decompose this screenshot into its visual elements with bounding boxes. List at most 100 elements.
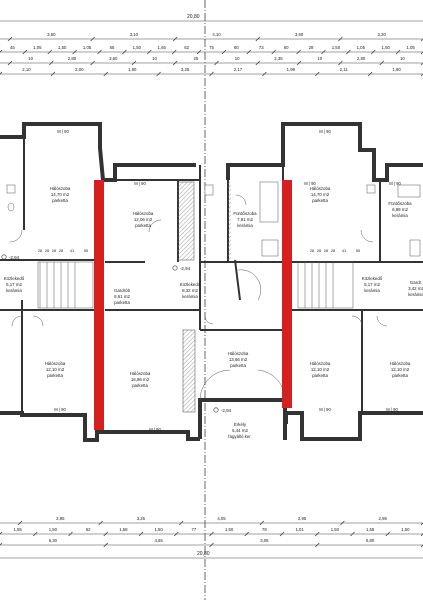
room-floor: parketta bbox=[230, 363, 246, 368]
dimension-label: 2,00 bbox=[75, 67, 84, 72]
dimension-label: 2,95 bbox=[56, 516, 65, 521]
wall-mark: M | 90 bbox=[319, 407, 331, 412]
room-area: 5,17 m2 bbox=[6, 282, 22, 287]
overall-top-dimension: 20,80 bbox=[187, 14, 200, 20]
overall-bottom-dimension: 20,80 bbox=[197, 551, 210, 557]
room-name: Hálószoba bbox=[390, 361, 411, 366]
room-floor: parketta bbox=[47, 373, 63, 378]
dimension-label: 6,30 bbox=[49, 538, 58, 543]
room-name: Fürdőszoba bbox=[233, 211, 257, 216]
room-area: 12,06 m2 bbox=[134, 217, 153, 222]
dimension-label: 62 bbox=[86, 527, 91, 532]
room-area: 5,44 m2 bbox=[232, 428, 248, 433]
dimension-label: 3,10 bbox=[130, 32, 139, 37]
dimension-label: 2,95 bbox=[379, 516, 388, 521]
stair-dimension: 28 bbox=[310, 249, 314, 253]
dimension-label: 1,50 bbox=[154, 527, 163, 532]
room-name: Hálószoba bbox=[50, 186, 71, 191]
room-floor: kerámia bbox=[364, 288, 380, 293]
top-dimensions bbox=[0, 20, 423, 77]
room-area: 14,70 m2 bbox=[51, 192, 70, 197]
room-floor: parketta bbox=[52, 198, 68, 203]
room-floor: parketta bbox=[312, 198, 328, 203]
dimension-label: 1,05 bbox=[83, 45, 92, 50]
room-name: Közlekedő bbox=[362, 276, 383, 281]
level-mark: -2,94 bbox=[221, 408, 232, 413]
dimension-label: 1,55 bbox=[13, 527, 22, 532]
dimension-label: 10 bbox=[400, 56, 405, 61]
room-area: 13,66 m2 bbox=[229, 357, 248, 362]
level-marker-icon bbox=[213, 407, 219, 413]
dimension-label: 1,90 bbox=[128, 67, 137, 72]
dimension-label: 62 bbox=[184, 45, 189, 50]
room-area: 6,98 m2 bbox=[392, 207, 408, 212]
room-area: 8,32 m2 bbox=[182, 288, 198, 293]
dimension-label: 73 bbox=[259, 45, 264, 50]
room-floor: parketta bbox=[312, 373, 328, 378]
room-name: Fürdőszoba bbox=[388, 201, 412, 206]
dimension-label: 1,50 bbox=[332, 45, 341, 50]
dimension-label: 1,58 bbox=[119, 527, 128, 532]
dimension-label: 2,80 bbox=[357, 56, 366, 61]
level-marker-icon bbox=[172, 265, 178, 271]
dimension-label: 28 bbox=[309, 45, 314, 50]
room-floor: kerámia bbox=[408, 292, 423, 297]
room-name: Közlekedő bbox=[180, 282, 201, 287]
dimension-label: 3,60 bbox=[295, 32, 304, 37]
wall-mark: M | 90 bbox=[304, 181, 316, 186]
dimension-label: 1,50 bbox=[133, 45, 142, 50]
dimension-label: 80 bbox=[234, 45, 239, 50]
dimension-label: 2,35 bbox=[274, 56, 283, 61]
room-floor: parketta bbox=[114, 300, 130, 305]
stair-dimension: 28 bbox=[38, 249, 42, 253]
dimension-label: 75 bbox=[209, 45, 214, 50]
room-name: Hálószoba bbox=[228, 351, 249, 356]
dimension-label: 1,05 bbox=[33, 45, 42, 50]
stair-dimension: 28 bbox=[317, 249, 321, 253]
room-area: 12,10 m2 bbox=[391, 367, 410, 372]
room-floor: kerámia bbox=[182, 294, 198, 299]
dimension-label: 2,17 bbox=[234, 67, 243, 72]
stair-dimension: 28 bbox=[52, 249, 56, 253]
stair-dimension: 41 bbox=[342, 249, 346, 253]
dimension-label: 1,90 bbox=[392, 67, 401, 72]
stair-dimension: 28 bbox=[45, 249, 49, 253]
party-wall-right bbox=[282, 180, 292, 408]
stair-dimension: 55 bbox=[84, 249, 88, 253]
wall-mark: M | 90 bbox=[57, 129, 69, 134]
dimension-label: 3,05 bbox=[260, 538, 269, 543]
dimension-label: 10 bbox=[235, 56, 240, 61]
level-mark: -2,94 bbox=[180, 266, 191, 271]
room-area: 3,42 m2 bbox=[408, 286, 423, 291]
room-area: 7,81 m2 bbox=[237, 217, 253, 222]
dimension-label: 3,25 bbox=[137, 516, 146, 521]
dimension-label: 1,01 bbox=[295, 527, 304, 532]
dimension-label: 3,60 bbox=[109, 56, 118, 61]
dimension-label: 1,50 bbox=[381, 45, 390, 50]
dimension-label: 4,65 bbox=[154, 538, 163, 543]
dimension-label: 1,99 bbox=[287, 67, 296, 72]
dimension-label: 3,60 bbox=[47, 32, 56, 37]
dimension-label: 1,50 bbox=[225, 527, 234, 532]
dimension-label: 1,50 bbox=[401, 527, 410, 532]
dimension-label: 4,05 bbox=[217, 516, 226, 521]
wall-mark: M | 90 bbox=[149, 427, 161, 432]
dimension-label: 2,10 bbox=[22, 67, 31, 72]
stair-dimension: 41 bbox=[70, 249, 74, 253]
dimension-label: 10 bbox=[152, 56, 157, 61]
dimension-label: 2,11 bbox=[340, 67, 349, 72]
room-floor: kerámia bbox=[237, 223, 253, 228]
